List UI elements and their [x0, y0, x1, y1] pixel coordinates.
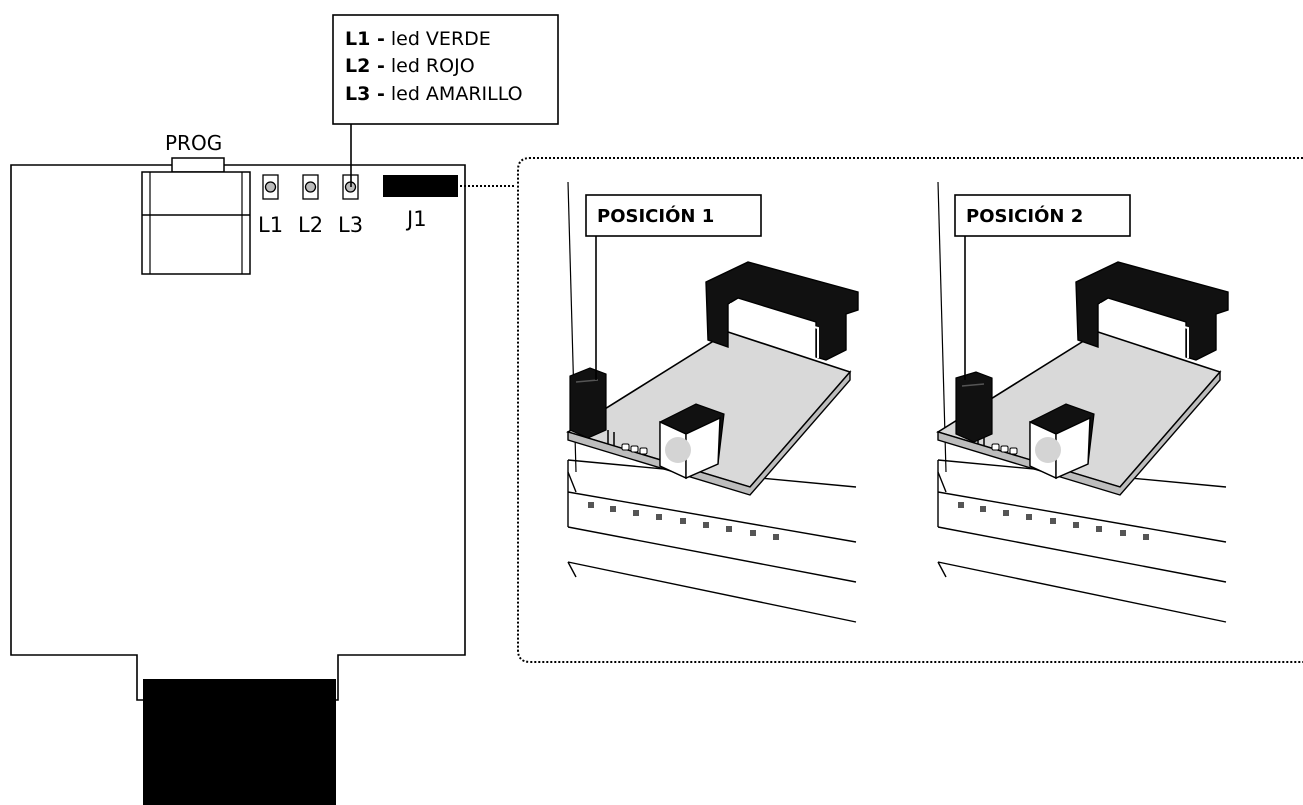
position-2-label-box: [954, 194, 1131, 237]
ribbon-connector: [143, 679, 336, 805]
legend-item-l3: L3 - led AMARILLO: [345, 83, 523, 105]
position-2-illustration: [937, 181, 1229, 623]
led-label-l2: L2: [298, 213, 323, 237]
position-1-label: POSICIÓN 1: [597, 205, 714, 227]
detail-frame: [517, 157, 1303, 663]
prog-label: PROG: [165, 131, 222, 155]
led-l2: [302, 174, 319, 200]
jumper-j1-label: J1: [405, 207, 427, 231]
legend-item-l2: L2 - led ROJO: [345, 55, 475, 77]
legend-code-l2: L2 -: [345, 55, 385, 77]
prog-button: [141, 157, 251, 275]
position-1-label-box: [585, 194, 762, 237]
legend-text-l2: led ROJO: [385, 55, 475, 77]
led-label-l1: L1: [258, 213, 283, 237]
legend-code-l1: L1 -: [345, 28, 385, 50]
position-2-label: POSICIÓN 2: [966, 205, 1083, 227]
controller-board-outline: [10, 164, 466, 701]
legend-code-l3: L3 -: [345, 83, 385, 105]
position-1-illustration: [567, 181, 859, 623]
legend-text-l1: led VERDE: [385, 28, 491, 50]
jumper-j1: [383, 175, 458, 197]
led-label-l3: L3: [338, 213, 363, 237]
legend-text-l3: led AMARILLO: [385, 83, 523, 105]
led-legend-box: [332, 14, 559, 125]
legend-item-l1: L1 - led VERDE: [345, 28, 491, 50]
led-l1: [262, 174, 279, 200]
